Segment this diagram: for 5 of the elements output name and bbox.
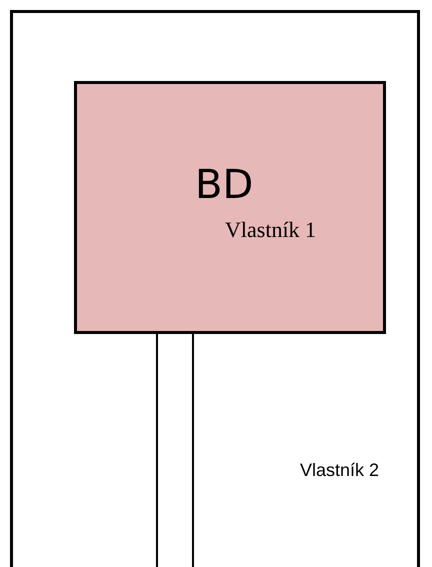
owner-label: Vlastník 1	[225, 217, 316, 243]
plot-outline	[10, 10, 420, 567]
owner-label: Vlastník 2	[300, 460, 380, 481]
building-label: BD	[195, 162, 254, 208]
building-box	[74, 81, 386, 334]
